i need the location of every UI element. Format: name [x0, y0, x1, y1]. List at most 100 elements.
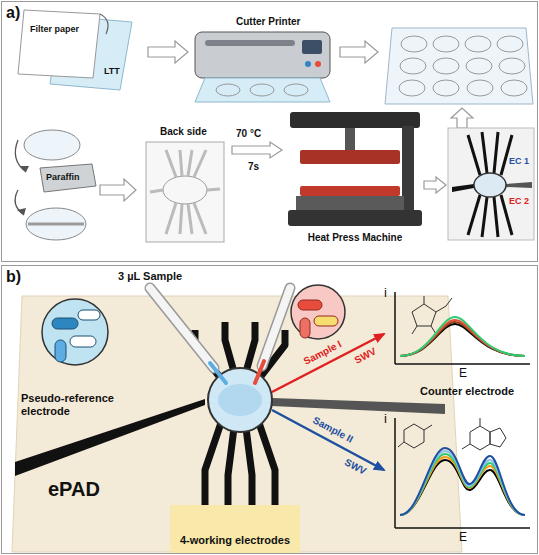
- sample-arrows: [272, 334, 384, 470]
- electrode-tracks-part-part: [258, 420, 275, 505]
- pipettes-part: [150, 288, 214, 368]
- back-side-sheet-part-part: [150, 190, 163, 192]
- back-side-sheet-part-part: [166, 150, 176, 177]
- voltammogram-bottom-part-part: [462, 444, 470, 449]
- part-label: LTT: [104, 66, 120, 76]
- cutter-printer-part: [305, 61, 311, 67]
- sample-circles-part: [314, 316, 338, 326]
- cut-sheet-part-part: [467, 80, 493, 96]
- cut-sheet-part-part: [501, 80, 527, 96]
- finished-epad: [448, 128, 534, 240]
- axis-label: E: [459, 367, 467, 381]
- voltammogram-bottom-part: [395, 527, 530, 529]
- back-side-sheet-part-part: [180, 150, 182, 176]
- back-side-sheet-part-part: [194, 203, 206, 234]
- sample-circles: [42, 285, 345, 365]
- cutter-printer: [195, 32, 330, 102]
- sample-circles-part: [78, 310, 100, 320]
- back-side-sheet-part-part: [188, 204, 192, 234]
- back-side-sheet-part-part: [188, 150, 192, 176]
- cut-sheet-part-part: [433, 58, 459, 74]
- sample-circles-part: [52, 318, 78, 329]
- temperature-label: 70 °C: [236, 128, 261, 140]
- voltammogram-bottom-part: [398, 418, 506, 450]
- electrode-tracks: [15, 322, 445, 505]
- cutter-printer-part: [195, 32, 330, 78]
- cut-sheet-part-part: [497, 36, 523, 52]
- finished-epad-part-part: [494, 132, 498, 173]
- cut-sheet-part: [385, 28, 533, 104]
- pipettes: [150, 288, 290, 383]
- cut-sheet-part: [399, 36, 527, 96]
- paraffin-steps-part: [20, 166, 29, 172]
- cut-sheet-part-part: [400, 58, 426, 74]
- electrode-tracks-part-part: [205, 420, 222, 505]
- heat-press-part: [290, 112, 420, 128]
- finished-epad-part-part: [501, 135, 512, 175]
- voltammogram-top-part-part: [412, 304, 436, 326]
- part-label: Paraffin: [46, 172, 80, 182]
- cell-label: EC 2: [508, 196, 530, 206]
- back-side-sheet-part: [146, 142, 224, 242]
- process-arrows-part: [100, 179, 136, 201]
- heat-press-part: [288, 210, 422, 226]
- back-side-sheet-part-part: [194, 150, 206, 177]
- finished-epad-part-part: [482, 197, 487, 237]
- heat-press-part: [300, 150, 400, 164]
- paraffin-steps-part: [26, 208, 86, 240]
- voltammogram-top-part-part: [446, 298, 452, 306]
- device-name: ePAD: [48, 478, 100, 501]
- device-label: Heat Press Machine: [308, 232, 403, 244]
- sample-circles-part: [55, 340, 66, 362]
- electrode-tracks-part: [272, 398, 445, 414]
- voltammogram-bottom-part-part: [424, 425, 432, 430]
- electrode-tracks-part: [208, 368, 272, 432]
- sample-circles-part: [298, 300, 322, 310]
- panel-letter: b): [6, 268, 21, 286]
- voltammogram-bottom-part-part: [400, 460, 525, 515]
- sheets-part: [18, 10, 100, 78]
- heat-press-part: [296, 196, 404, 210]
- finished-epad-part: [452, 184, 474, 192]
- cell-label: EC 1: [508, 156, 530, 166]
- part-label: Back side: [160, 126, 207, 138]
- electrode-label: 4-working electrodes: [180, 534, 290, 547]
- time-label: 7s: [248, 161, 259, 173]
- sample-circles-part: [291, 285, 345, 339]
- cut-sheet-part-part: [433, 80, 459, 96]
- finished-epad-part: [474, 173, 506, 197]
- sheets: [18, 10, 132, 90]
- finished-epad-part-part: [468, 195, 480, 235]
- voltammogram-bottom-part-part: [400, 448, 525, 515]
- voltammogram-bottom-part-part: [400, 454, 525, 515]
- voltammogram-bottom-part: [400, 448, 525, 515]
- panel-frames-part: [2, 2, 538, 262]
- electrode-label: Counter electrode: [420, 385, 514, 398]
- electrode-tracks-part-part: [225, 322, 234, 372]
- voltammogram-top: [395, 292, 530, 364]
- cut-sheet-part-part: [401, 36, 427, 52]
- panel-letter: a): [6, 4, 20, 22]
- electrode-tracks-part-part: [246, 428, 252, 505]
- voltammogram-bottom-part-part: [480, 418, 481, 426]
- paraffin-steps-part: [28, 223, 84, 226]
- paraffin-steps: [15, 130, 96, 240]
- pipettes-part: [210, 363, 226, 383]
- voltammogram-bottom-part-part: [398, 442, 404, 447]
- voltammogram-top-part-part: [424, 296, 425, 304]
- voltammogram-bottom-part: [394, 418, 396, 528]
- voltammogram-top-part: [394, 292, 396, 364]
- voltammogram-top-part: [395, 363, 530, 365]
- voltammogram-bottom-part-part: [400, 451, 525, 515]
- heat-press-part: [345, 128, 355, 150]
- cut-sheet-part-part: [399, 80, 425, 96]
- device-label: Cutter Printer: [236, 16, 300, 28]
- finished-epad-part-part: [468, 135, 480, 175]
- cutter-printer-part: [216, 84, 240, 96]
- sample-circles-part: [42, 299, 108, 365]
- cutter-printer-part: [284, 84, 308, 96]
- voltammogram-top-part-part: [436, 306, 446, 312]
- cut-sheet-part-part: [499, 58, 525, 74]
- finished-epad-part-part: [494, 197, 498, 237]
